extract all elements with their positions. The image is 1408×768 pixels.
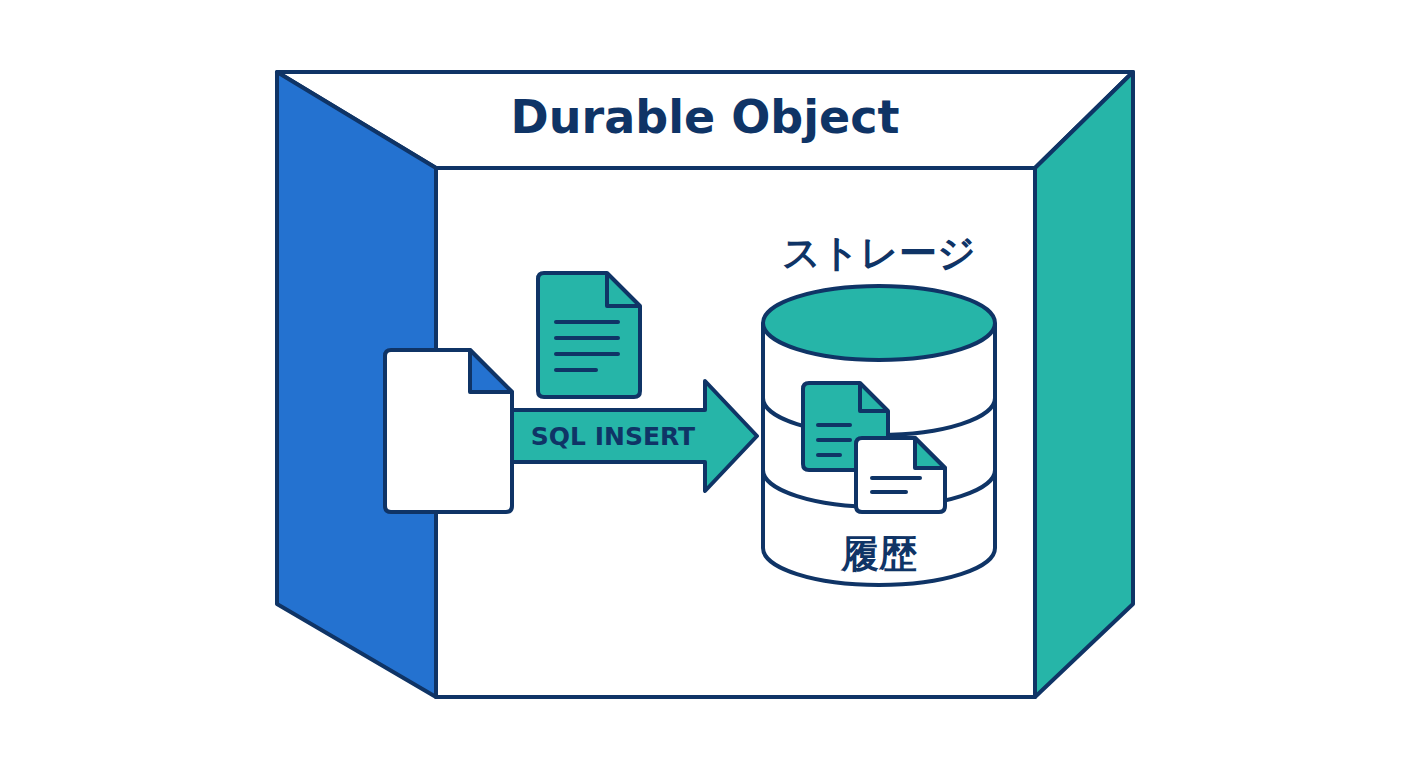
document-fold (607, 273, 640, 306)
document-lines (818, 425, 850, 455)
node-heading: ストレージ (763, 228, 995, 279)
box-right-wall (1035, 72, 1133, 697)
document-lines (872, 478, 920, 492)
database-body (763, 323, 995, 585)
box-back-wall (436, 168, 1035, 697)
document-icon (385, 350, 512, 512)
node-heading: Durable Object (277, 90, 1133, 144)
container-box: Durable Object ストレージ履歴 (277, 72, 1133, 697)
document-icon (538, 273, 640, 397)
arrow-label: SQL INSERT (531, 422, 695, 451)
document-icon (856, 438, 945, 512)
document-fold (470, 350, 512, 392)
document-fold (915, 438, 945, 468)
database-cylinder: ストレージ履歴 (763, 222, 995, 592)
document-fold (860, 383, 888, 411)
database-top (763, 286, 995, 360)
document-lines (556, 322, 618, 370)
node-label: 履歴 (763, 529, 995, 580)
